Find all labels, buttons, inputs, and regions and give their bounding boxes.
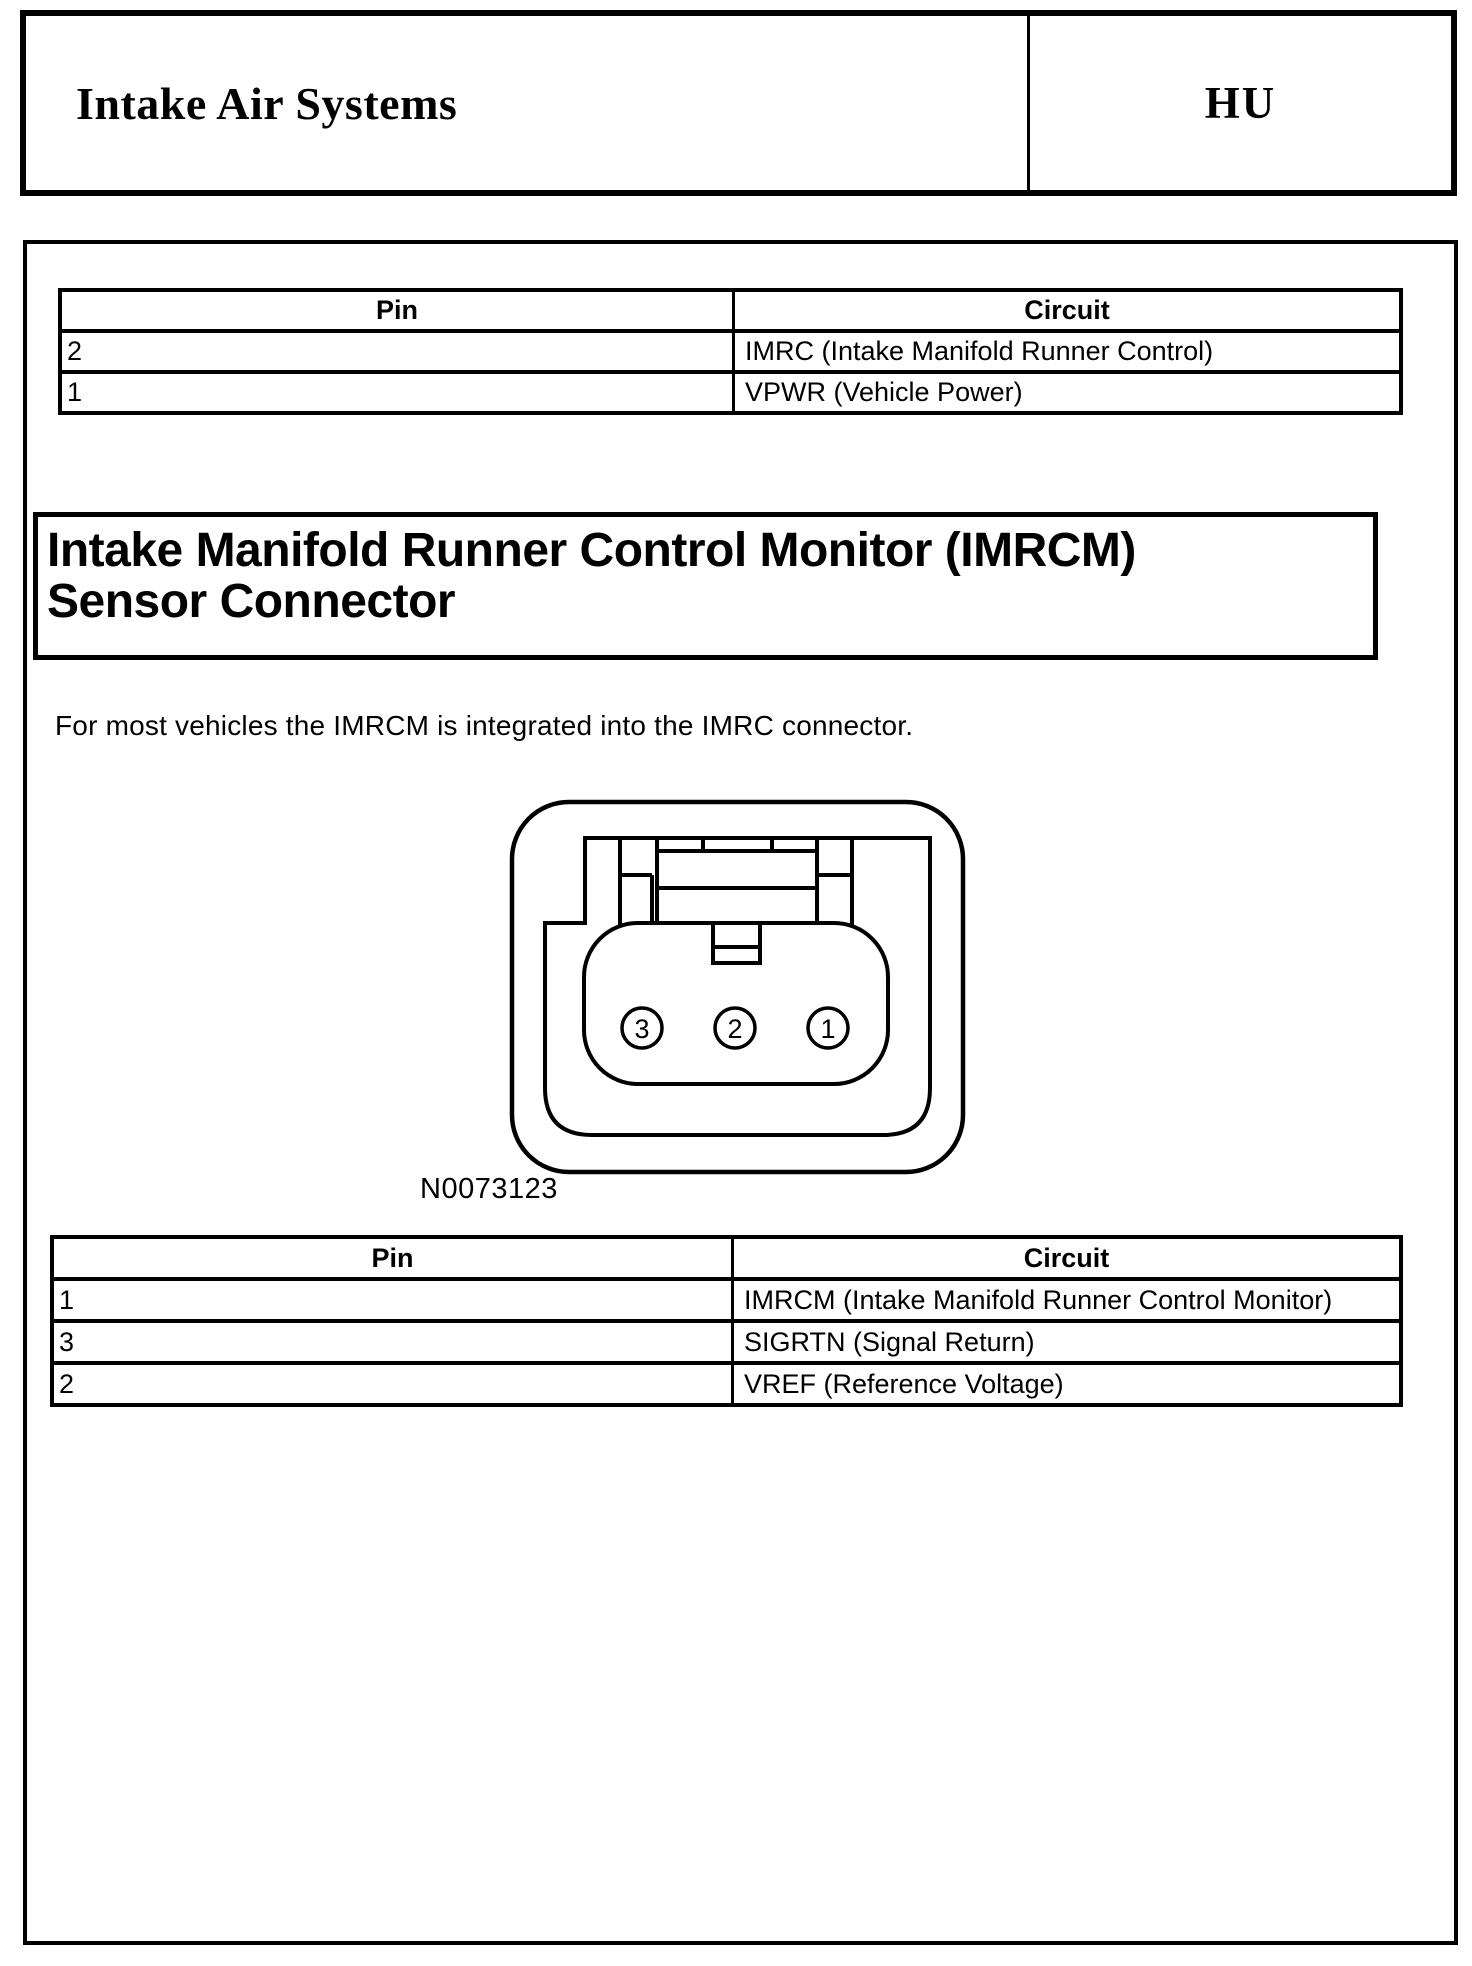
page-title: Intake Air Systems bbox=[76, 77, 458, 129]
pin-circle bbox=[806, 1006, 850, 1050]
intro-text: For most vehicles the IMRCM is integrate… bbox=[55, 710, 914, 741]
connector-figure: 3 2 1 bbox=[505, 795, 970, 1180]
table-row: 1 VPWR (Vehicle Power) bbox=[62, 370, 1399, 411]
column-header-pin: Pin bbox=[371, 1242, 414, 1273]
column-header-circuit: Circuit bbox=[732, 292, 1399, 329]
circuit-cell: IMRCM (Intake Manifold Runner Control Mo… bbox=[731, 1281, 1399, 1319]
header-title-cell: Intake Air Systems bbox=[26, 16, 1030, 190]
content-frame: Pin Circuit 2 IMRC (Intake Manifold Runn… bbox=[23, 240, 1458, 1945]
connector-cavity bbox=[582, 921, 890, 1086]
table-header-row: Pin Circuit bbox=[54, 1239, 1399, 1277]
circuit-cell: IMRC (Intake Manifold Runner Control) bbox=[732, 333, 1399, 370]
pin-cell: 1 bbox=[59, 1284, 75, 1315]
pin-number: 2 bbox=[727, 1014, 742, 1044]
circuit-cell: VPWR (Vehicle Power) bbox=[732, 374, 1399, 411]
connector-outer-shell bbox=[509, 799, 966, 1175]
imrcm-pin-table: Pin Circuit 1 IMRCM (Intake Manifold Run… bbox=[50, 1235, 1403, 1407]
pin-circle bbox=[620, 1006, 664, 1050]
connector-diagram: 3 2 1 bbox=[509, 799, 966, 1175]
connector-keyway-notch bbox=[711, 925, 762, 965]
pin-number: 1 bbox=[820, 1014, 835, 1044]
pin-cell: 2 bbox=[59, 1368, 75, 1399]
figure-caption: N0073123 bbox=[420, 1173, 558, 1205]
section-title-box: Intake Manifold Runner Control Monitor (… bbox=[33, 512, 1378, 660]
circuit-cell: VREF (Reference Voltage) bbox=[731, 1365, 1399, 1403]
header-code-cell: HU bbox=[1030, 16, 1451, 190]
section-title-line2: Sensor Connector bbox=[47, 575, 456, 628]
pin-circle bbox=[713, 1006, 757, 1050]
imrc-pin-table: Pin Circuit 2 IMRC (Intake Manifold Runn… bbox=[58, 288, 1403, 415]
column-header-pin: Pin bbox=[375, 295, 418, 325]
table-row: 3 SIGRTN (Signal Return) bbox=[54, 1319, 1399, 1361]
pin-cell: 1 bbox=[67, 377, 83, 407]
circuit-cell: SIGRTN (Signal Return) bbox=[731, 1323, 1399, 1361]
table-row: 2 IMRC (Intake Manifold Runner Control) bbox=[62, 329, 1399, 370]
pin-cell: 2 bbox=[67, 336, 83, 366]
section-code: HU bbox=[1204, 78, 1277, 128]
column-header-circuit: Circuit bbox=[731, 1239, 1399, 1277]
pin-number: 3 bbox=[634, 1014, 649, 1044]
pin-cell: 3 bbox=[59, 1326, 75, 1357]
table-row: 2 VREF (Reference Voltage) bbox=[54, 1361, 1399, 1403]
section-title-line1: Intake Manifold Runner Control Monitor (… bbox=[47, 524, 1136, 577]
connector-pins: 3 2 1 bbox=[620, 1006, 850, 1050]
page-header: Intake Air Systems HU bbox=[20, 10, 1457, 196]
table-header-row: Pin Circuit bbox=[62, 292, 1399, 329]
table-row: 1 IMRCM (Intake Manifold Runner Control … bbox=[54, 1277, 1399, 1319]
